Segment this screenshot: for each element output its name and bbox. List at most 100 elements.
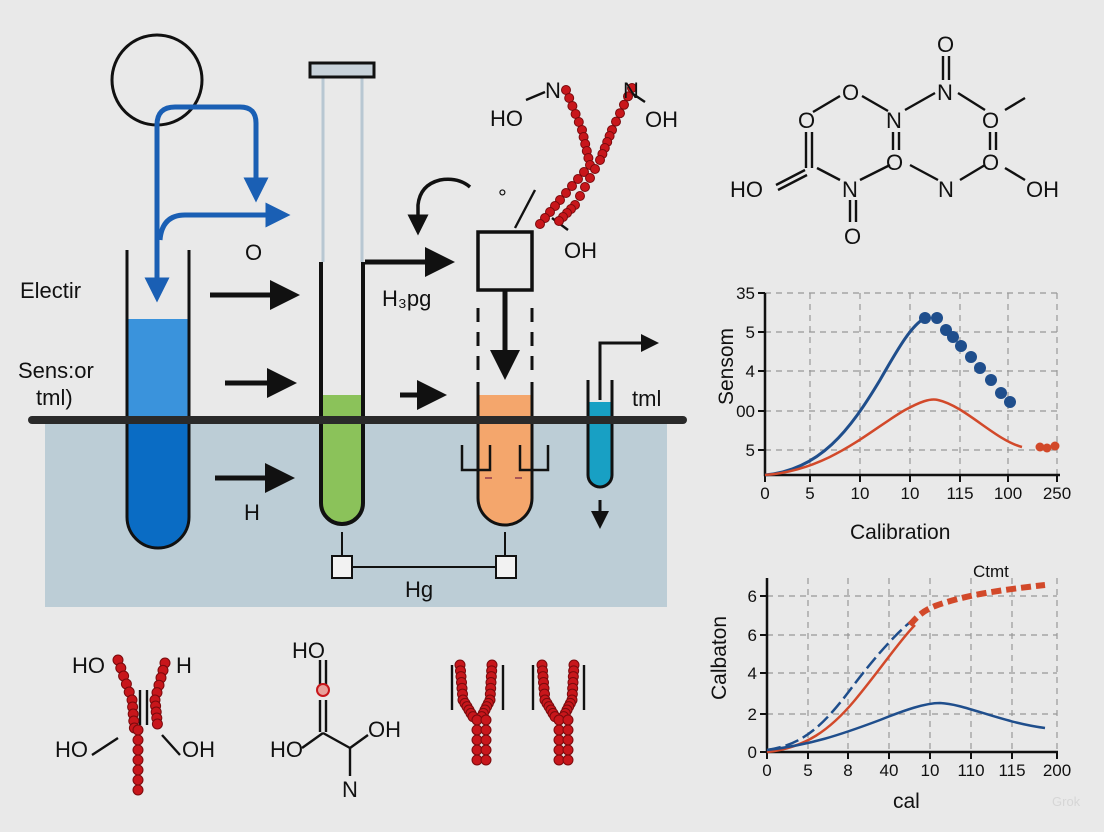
chart-top-xlabel: Calibration bbox=[850, 521, 950, 544]
chart-top-blue-point bbox=[1004, 396, 1016, 408]
dna-bead bbox=[580, 182, 590, 192]
x-tick-label: 115 bbox=[946, 484, 973, 503]
chart-top-blue-point bbox=[931, 312, 943, 324]
chart-top-blue-point bbox=[985, 374, 997, 386]
ab1-ho-bl: HO bbox=[55, 737, 88, 762]
ring-o-bottom: O bbox=[844, 224, 861, 249]
dna-bead bbox=[561, 188, 571, 198]
ring-ho: HO bbox=[730, 177, 763, 202]
chart-top-red-point bbox=[1035, 442, 1045, 452]
antibody-bead bbox=[480, 744, 492, 756]
amino-n: N bbox=[342, 777, 358, 802]
label-degree: ° bbox=[498, 185, 507, 210]
amino-acid-molecule: HO HO OH N bbox=[270, 638, 401, 802]
antibody-bead bbox=[480, 754, 492, 766]
blue-flow-arrows bbox=[144, 104, 291, 303]
x-tick-label: 115 bbox=[998, 761, 1025, 780]
label-sensor: Sens:or bbox=[18, 358, 94, 383]
chart-top-blue-point bbox=[965, 351, 977, 363]
dna-oh-bottom: OH bbox=[564, 238, 597, 263]
black-flow-arrows bbox=[210, 177, 520, 493]
ring-oh: OH bbox=[1026, 177, 1059, 202]
dna-bead bbox=[611, 116, 621, 127]
y-tick-label: 5 bbox=[746, 441, 755, 460]
y-tick-label: 35 bbox=[736, 284, 755, 303]
ring-o-lower-right: O bbox=[982, 150, 999, 175]
dna-molecule: HO N N OH OH bbox=[490, 78, 678, 263]
x-tick-label: 5 bbox=[805, 484, 814, 503]
chart-top-red-point bbox=[1050, 441, 1060, 451]
x-tick-label: 5 bbox=[803, 761, 812, 780]
ring-n-bottom: N bbox=[842, 177, 858, 202]
dna-ho-left: HO bbox=[490, 106, 523, 131]
chart-top-red-series bbox=[764, 398, 1023, 477]
dna-bead bbox=[590, 164, 600, 174]
y-tick-label: 5 bbox=[746, 323, 755, 342]
dna-bead bbox=[573, 174, 583, 184]
dna-oh-right: OH bbox=[645, 107, 678, 132]
y-tick-label: 2 bbox=[748, 705, 757, 724]
label-h3pg: H₃pg bbox=[382, 286, 431, 311]
green-tube bbox=[308, 61, 376, 526]
dna-bead bbox=[575, 191, 585, 201]
label-hg: Hg bbox=[405, 577, 433, 602]
y-tick-label: 6 bbox=[748, 587, 757, 606]
orange-tube bbox=[460, 308, 550, 527]
ring-molecule: O N O O N O HO N O N O OH O bbox=[730, 32, 1059, 249]
tube-cap bbox=[308, 61, 376, 79]
y-tick-label: 0 bbox=[748, 743, 757, 762]
antibody-bead bbox=[151, 718, 163, 730]
label-h: H bbox=[244, 500, 260, 525]
x-tick-label: 200 bbox=[1043, 761, 1071, 780]
ab1-ho-tl: HO bbox=[72, 653, 105, 678]
amino-oh: OH bbox=[368, 717, 401, 742]
antibody-bead bbox=[562, 744, 574, 756]
ring-o-top: O bbox=[937, 32, 954, 57]
antibody-molecule-pair bbox=[450, 659, 586, 766]
dna-bead bbox=[595, 155, 605, 165]
antibody-bead bbox=[132, 764, 144, 776]
y-tick-label: 6 bbox=[748, 626, 757, 645]
dna-bead bbox=[619, 99, 629, 110]
y-tick-label: 4 bbox=[748, 664, 757, 683]
circle-outline bbox=[110, 33, 204, 127]
chart-top-blue-point bbox=[995, 387, 1007, 399]
antibody-bead bbox=[562, 754, 574, 766]
dna-bead bbox=[627, 83, 637, 93]
antibody-bead bbox=[480, 734, 492, 746]
dna-n-right: N bbox=[623, 78, 639, 103]
x-tick-label: 110 bbox=[957, 761, 984, 780]
dna-n-left: N bbox=[545, 78, 561, 103]
amino-ho: HO bbox=[270, 737, 303, 762]
label-electir: Electir bbox=[20, 278, 81, 303]
ring-o-right: O bbox=[982, 108, 999, 133]
chart-bottom-annotation: Ctmt bbox=[973, 562, 1009, 581]
dna-bead bbox=[615, 108, 625, 119]
chart-bottom-blue-series bbox=[766, 701, 1046, 752]
x-tick-label: 0 bbox=[762, 761, 771, 780]
antibody-bead bbox=[480, 714, 492, 726]
x-tick-label: 8 bbox=[843, 761, 852, 780]
y-tick-label: 4 bbox=[746, 362, 755, 381]
label-tml-right: tml bbox=[632, 386, 661, 411]
dna-bead bbox=[567, 181, 577, 191]
chart-top-red-point bbox=[1042, 443, 1052, 453]
label-o: O bbox=[245, 240, 262, 265]
antibody-molecule-1: HO H HO OH bbox=[55, 653, 215, 796]
antibody-bead bbox=[132, 734, 144, 746]
blue-tube bbox=[125, 250, 191, 550]
x-tick-label: 40 bbox=[880, 761, 899, 780]
chart-top-blue-point bbox=[947, 331, 959, 343]
ring-n-mid: N bbox=[886, 108, 902, 133]
ring-o-mid: O bbox=[886, 150, 903, 175]
dna-bead bbox=[623, 91, 633, 102]
ring-o1: O bbox=[842, 80, 859, 105]
chart-top-blue-point bbox=[919, 312, 931, 324]
dna-bead bbox=[585, 173, 595, 183]
chart-bottom-xlabel: cal bbox=[893, 790, 920, 813]
chart-top-ylabel: Sensom bbox=[715, 328, 738, 405]
process-box bbox=[476, 230, 534, 292]
